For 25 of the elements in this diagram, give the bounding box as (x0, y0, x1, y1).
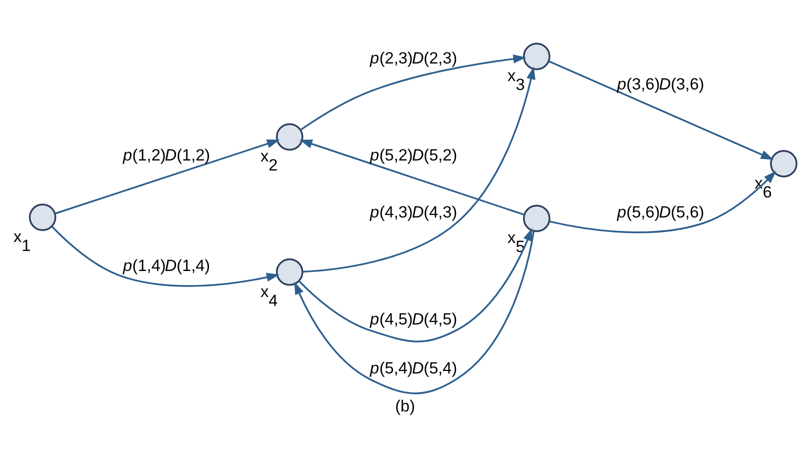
arrow (548, 60, 774, 160)
arrow (298, 228, 532, 342)
edge-label: p(5,4)D(5,4) (370, 359, 458, 378)
edge-label: p(3,6)D(3,6) (617, 74, 704, 93)
node-circle (523, 204, 550, 232)
edge-label: p(5,2)D(5,2) (370, 146, 458, 164)
edge-label: p(5,6)D(5,6) (617, 203, 704, 222)
arrow (302, 66, 536, 272)
node-circle (28, 203, 56, 230)
node-circle (770, 150, 798, 177)
arrow (294, 230, 535, 394)
node-circle (276, 258, 304, 286)
edge-label: p(1,2)D(1,2) (122, 146, 210, 164)
arrow (54, 138, 280, 214)
arrow (299, 139, 525, 216)
edge-label: p(1,4)D(1,4) (122, 256, 210, 275)
caption: (b) (395, 396, 416, 415)
arrow (549, 170, 776, 233)
edge-label: p(2,3)D(2,3) (370, 49, 458, 68)
edge-label: p(4,5)D(4,5) (370, 310, 458, 328)
edge-label: p(4,3)D(4,3) (370, 203, 458, 222)
node-circle (276, 122, 304, 150)
arrow (300, 54, 526, 130)
arrow (51, 225, 280, 286)
node-circle (523, 42, 550, 70)
